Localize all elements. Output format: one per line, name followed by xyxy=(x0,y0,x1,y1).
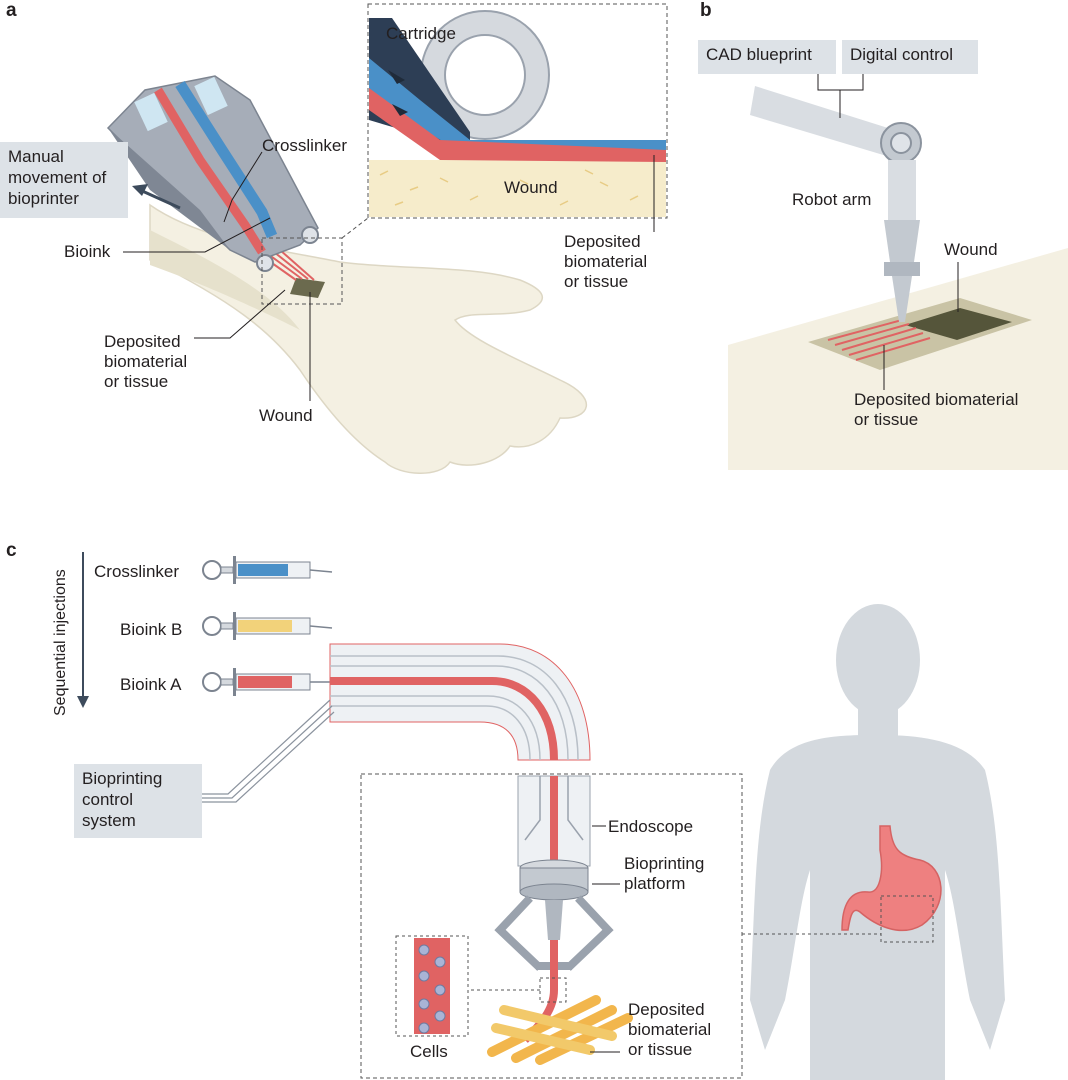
deposited-logs xyxy=(487,995,633,1065)
focus-connector-a xyxy=(341,217,369,239)
panel-a-illustration xyxy=(106,3,668,474)
label-sequential: Sequential injections xyxy=(52,569,69,716)
inset-cartridge-hole xyxy=(444,34,526,116)
wound-pad-dark xyxy=(905,308,1012,340)
label-deposited-inset: Deposited biomaterial or tissue xyxy=(564,232,648,291)
endoscope-branch xyxy=(524,776,584,841)
leaders-c xyxy=(590,825,620,1053)
forearm-shade xyxy=(150,230,300,330)
robot-joint-inner xyxy=(890,132,912,154)
label-deposited-a: Deposited biomaterial or tissue xyxy=(104,332,188,391)
platform-nozzle xyxy=(545,900,563,940)
label-wound-a: Wound xyxy=(259,406,313,425)
inset-red-layer xyxy=(369,88,666,162)
inset-c xyxy=(360,773,743,1079)
syringe-bioink-b xyxy=(202,612,333,640)
focus-box-a xyxy=(261,237,343,305)
inset-blue-layer xyxy=(369,58,666,152)
arm-wound xyxy=(290,278,325,298)
panel-label-a: a xyxy=(6,0,17,21)
label-control-system: Bioprinting control system xyxy=(74,764,202,838)
label-platform: Bioprinting platform xyxy=(624,854,705,893)
label-deposited-b: Deposited biomaterial or tissue xyxy=(854,390,1019,429)
label-crosslinker-c: Crosslinker xyxy=(94,562,180,581)
stomach xyxy=(841,825,942,932)
cells-dots xyxy=(418,944,446,1034)
label-bioink-b: Bioink B xyxy=(120,620,183,639)
label-digital-control: Digital control xyxy=(842,40,978,74)
movement-arrow-line xyxy=(139,188,181,210)
control-wires xyxy=(202,699,335,803)
robot-nozzle-tip xyxy=(892,276,912,322)
label-wound-inset: Wound xyxy=(504,178,558,197)
label-deposited-c: Deposited biomaterial or tissue xyxy=(628,1000,712,1059)
leaders-b xyxy=(817,70,959,390)
label-cells: Cells xyxy=(410,1042,448,1061)
printer-roller-1 xyxy=(256,254,274,272)
robot-arm-lower xyxy=(888,160,916,220)
label-bioink-a-c: Bioink A xyxy=(120,675,182,694)
leaders-a xyxy=(123,151,655,401)
panel-label-b: b xyxy=(700,0,712,21)
sequential-arrow-head xyxy=(77,696,89,708)
label-manual-movement: Manual movement of bioprinter xyxy=(0,142,128,218)
inset-bed-dashes xyxy=(379,169,639,206)
label-bioink-a: Bioink xyxy=(64,242,111,261)
printer-red-tube xyxy=(154,87,266,255)
label-cartridge: Cartridge xyxy=(386,24,456,43)
cell-focus-box xyxy=(539,977,567,1003)
inset-arrow-2 xyxy=(392,104,408,116)
label-wound-b: Wound xyxy=(944,240,998,259)
cells-box xyxy=(395,935,469,1037)
inset-a xyxy=(367,3,668,219)
cable-red-core xyxy=(330,677,558,761)
label-cad-blueprint: CAD blueprint xyxy=(698,40,836,74)
panel-c-illustration xyxy=(77,552,1005,1080)
printer-roller-2 xyxy=(301,226,319,244)
platform-bottom xyxy=(519,883,589,901)
forearm-shape xyxy=(149,203,587,474)
platform-arms xyxy=(494,895,614,971)
robot-arm-upper xyxy=(750,86,900,160)
syringe-bioink-a xyxy=(202,668,330,696)
label-crosslinker-a: Crosslinker xyxy=(262,136,348,155)
printer-blue-tube xyxy=(175,81,278,239)
movement-arrow-head xyxy=(132,184,148,196)
printer-window-left xyxy=(134,92,168,132)
stomach-focus-box xyxy=(880,895,934,943)
inset-tissue-bed xyxy=(369,160,666,217)
syringe-crosslinker xyxy=(202,556,333,584)
label-endoscope: Endoscope xyxy=(608,817,694,836)
handheld-printer-face xyxy=(108,128,230,250)
human-silhouette xyxy=(750,604,1005,1080)
printer-window-right xyxy=(194,76,228,116)
robot-nozzle-collar xyxy=(884,262,920,276)
cable-strands xyxy=(330,655,579,761)
b-deposited-strips xyxy=(827,319,931,361)
panel-label-c: c xyxy=(6,540,17,561)
panel-b-illustration xyxy=(728,70,1068,470)
label-robot-arm: Robot arm xyxy=(792,190,872,209)
robot-nozzle-top xyxy=(884,220,920,262)
inset-arrow-1 xyxy=(388,70,405,84)
